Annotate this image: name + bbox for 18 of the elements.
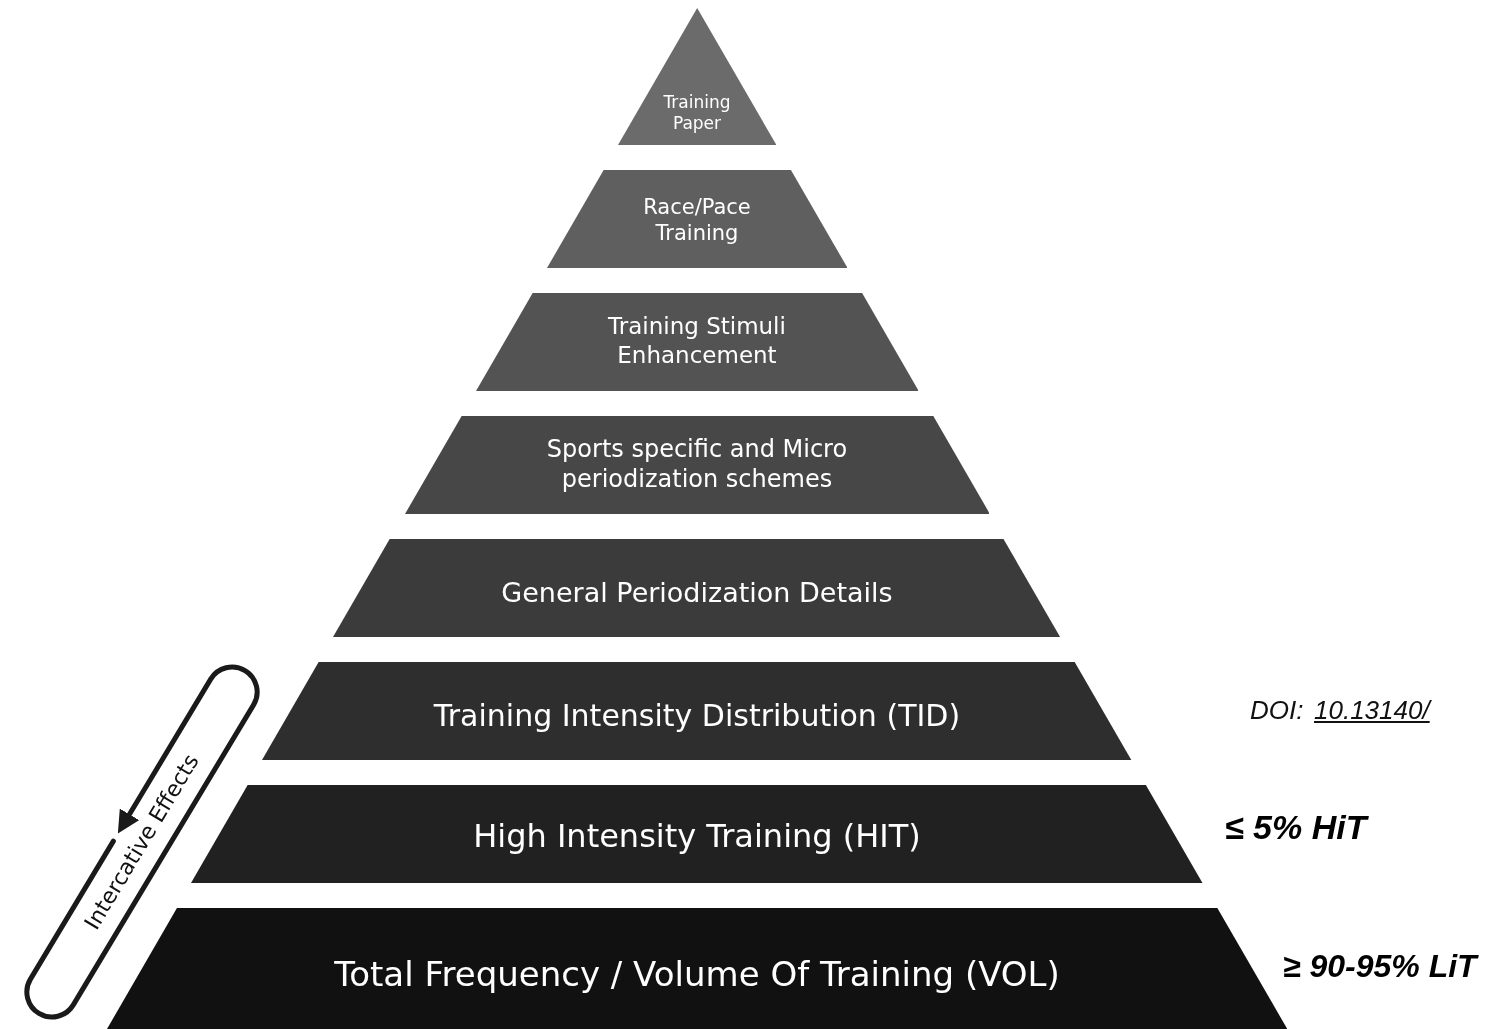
pyramid-tier	[404, 416, 990, 514]
percentage-note: ≤ 5% HiT	[1225, 808, 1367, 847]
tier-label: Total Frequency / Volume Of Training (VOL)	[333, 952, 1061, 996]
pyramid-tier	[617, 8, 777, 145]
tier-label: Training Stimuli Enhancement	[607, 312, 787, 370]
percentage-note: ≥ 90-95% LiT	[1283, 948, 1477, 985]
tier-label: Training Intensity Distribution (TID)	[432, 697, 962, 735]
doi-label: DOI:	[1250, 695, 1304, 726]
tier-label: Training Paper	[662, 91, 732, 135]
pyramid-tier	[546, 170, 848, 268]
tier-label: Race/Pace Training	[642, 193, 752, 247]
tier-label: High Intensity Training (HIT)	[472, 816, 922, 856]
pyramid-tier	[262, 662, 1132, 760]
tier-label: Sports specific and Micro periodization schemes	[545, 434, 849, 494]
pyramid-tier	[475, 293, 919, 391]
pyramid-tier	[333, 539, 1061, 637]
doi-link: 10.13140/	[1314, 695, 1430, 726]
tier-label: General Periodization Details	[500, 576, 894, 610]
